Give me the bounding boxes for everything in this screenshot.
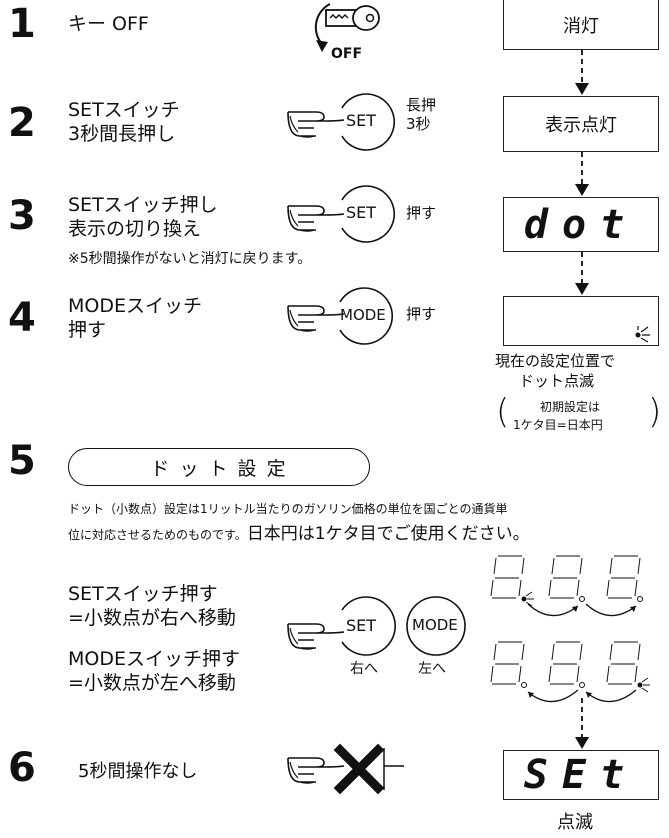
step6-text: 5秒間操作なし — [78, 761, 198, 782]
step3-text-line1: SETスイッチ押し — [68, 194, 218, 216]
display-box-blank — [503, 296, 659, 346]
display-box-dot: dot — [503, 197, 659, 252]
pointing-hand-icon — [287, 305, 345, 332]
final-blink-caption: 点滅 — [557, 812, 593, 833]
mode-line-2: =小数点が左へ移動 — [68, 672, 236, 694]
blink-icon — [635, 326, 650, 343]
press-label: 押す — [406, 204, 437, 222]
pointing-hand-icon — [287, 111, 345, 138]
step4-text-line1: MODEスイッチ — [68, 295, 202, 317]
blink-caption-2: ドット点滅 — [519, 372, 595, 390]
seven-segment-digits-left — [490, 641, 650, 703]
step4-text-line2: 押す — [68, 319, 107, 341]
mode-button-shape — [339, 287, 394, 345]
flow-arrow — [575, 252, 589, 295]
flow-arrow — [575, 698, 589, 749]
lcd-dot-text: dot — [523, 201, 639, 248]
step-number-3: 3 — [8, 193, 36, 239]
section5-desc-line2: 位に対応させるためのものです。日本円は1ケタ目でご使用ください。 — [68, 519, 530, 544]
paren-left: ( — [496, 392, 510, 432]
mode-line-1: MODEスイッチ押す — [68, 648, 240, 670]
set-line-2: =小数点が右へ移動 — [68, 607, 236, 629]
set-button-shape — [341, 93, 396, 151]
key-off-label: OFF — [331, 46, 363, 62]
section5-desc-line2a: 位に対応させるためのものです。 — [68, 528, 247, 542]
right-label: 右へ — [350, 661, 378, 677]
set-button[interactable]: SET — [346, 111, 377, 130]
section5-desc-emphasis: 日本円は1ケタ目でご使用ください。 — [246, 524, 530, 544]
display-box-off: 消灯 — [503, 0, 659, 50]
lcd-set-text: SEt — [523, 752, 639, 798]
set-line-1: SETスイッチ押す — [68, 583, 218, 605]
set-button-shape — [341, 596, 396, 656]
box-on-label: 表示点灯 — [545, 115, 617, 136]
left-label: 左へ — [418, 661, 446, 677]
cross-icon — [333, 743, 404, 795]
step3-note: ※5秒間操作がないと消灯に戻ります。 — [68, 251, 312, 267]
pointing-hand-icon — [287, 757, 345, 784]
step-number-4: 4 — [8, 295, 36, 341]
blink-caption-1: 現在の設定位置で — [495, 352, 616, 370]
mode-button[interactable]: MODE — [340, 306, 386, 324]
step-number-2: 2 — [8, 100, 36, 146]
box-off-label: 消灯 — [563, 15, 599, 37]
mode-button[interactable]: MODE — [412, 616, 458, 634]
key-icon — [314, 3, 380, 52]
step-number-5: 5 — [8, 438, 36, 484]
flow-arrow — [575, 152, 589, 196]
section5-desc-line1: ドット（小数点）設定は1リットル当たりのガソリン価格の単位を国ごとの通貨単 — [68, 502, 508, 516]
display-box-on: 表示点灯 — [503, 96, 659, 152]
hold-label-2: 3秒 — [406, 115, 431, 133]
paren-right: ) — [648, 392, 662, 432]
initial-caption-1: 初期設定は — [540, 400, 601, 414]
step-number-1: 1 — [8, 1, 36, 47]
display-box-set: SEt — [503, 750, 659, 800]
step-number-6: 6 — [8, 745, 36, 791]
set-button[interactable]: SET — [346, 616, 377, 635]
step3-text-line2: 表示の切り換え — [68, 218, 202, 240]
step2-text-line1: SETスイッチ — [68, 99, 180, 121]
section5-title: ド ッ ト 設 定 — [150, 457, 288, 480]
set-button[interactable]: SET — [346, 203, 377, 222]
flow-arrow — [575, 50, 589, 95]
step1-text: キー OFF — [68, 13, 149, 35]
mode-button-shape — [406, 596, 466, 656]
pointing-hand-icon — [287, 205, 345, 232]
initial-caption-2: 1ケタ目=日本円 — [513, 418, 603, 432]
section5-title-pill: ド ッ ト 設 定 — [68, 448, 370, 486]
hold-label-1: 長押 — [406, 96, 437, 114]
step2-text-line2: 3秒間長押し — [68, 123, 176, 145]
set-button-shape — [341, 185, 396, 243]
seven-segment-digits-right — [490, 555, 643, 617]
press-label: 押す — [406, 305, 437, 323]
pointing-hand-icon — [287, 623, 345, 650]
